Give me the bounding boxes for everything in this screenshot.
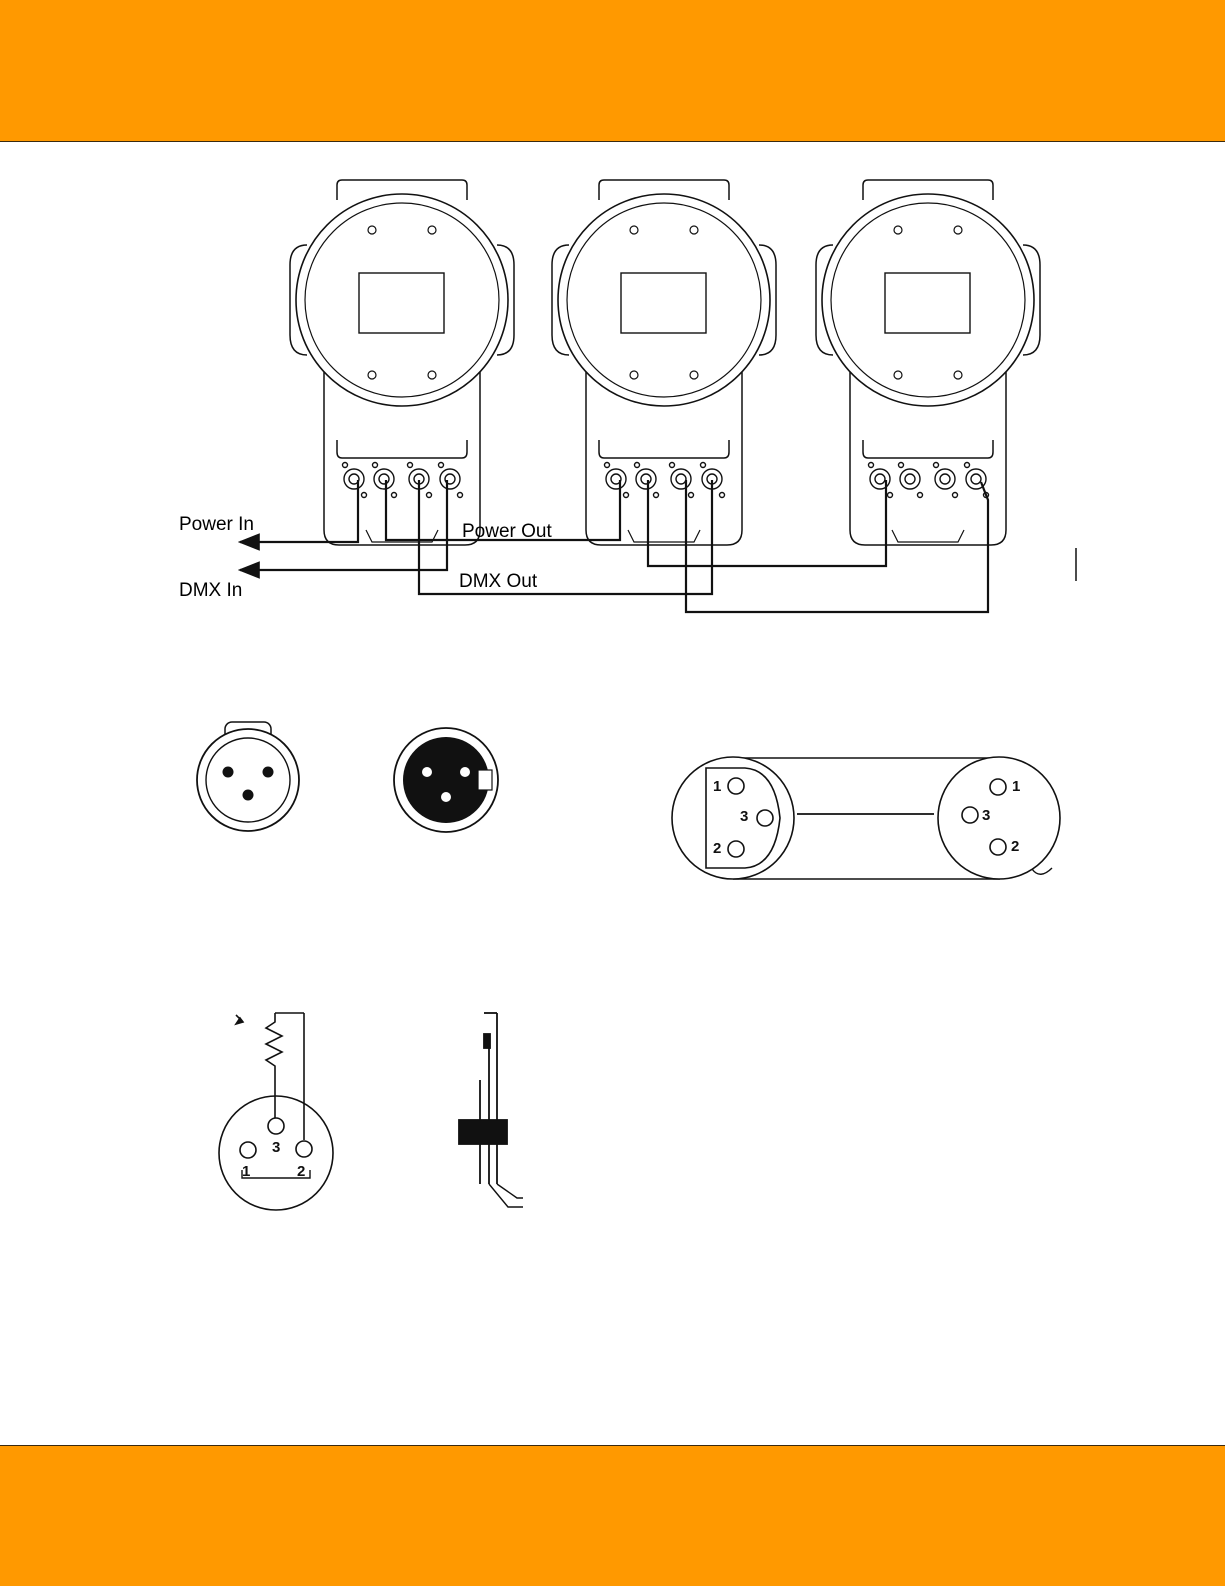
cable-right-pin-1: 1: [1012, 779, 1020, 794]
terminator-pin-2: 2: [297, 1164, 305, 1179]
power-in-label: Power In: [179, 515, 254, 534]
dmx-in-label: DMX In: [179, 581, 242, 600]
power-out-label: Power Out: [462, 522, 552, 541]
dmx-out-label: DMX Out: [459, 572, 537, 591]
terminator-pin-1: 1: [242, 1164, 250, 1179]
cable-left-pin-2: 2: [713, 841, 721, 856]
cable-left-pin-1: 1: [713, 779, 721, 794]
terminator-side-view: [459, 1013, 523, 1207]
fixture-1: [290, 180, 514, 545]
xlr-male-connector: [394, 728, 498, 832]
xlr-female-connector: [197, 722, 299, 831]
dmx-cable-diagram: [672, 757, 1060, 879]
cable-left-pin-3: 3: [740, 809, 748, 824]
fixture-2: [552, 180, 776, 545]
fixture-3: [816, 180, 1040, 545]
cable-right-pin-3: 3: [982, 808, 990, 823]
cable-right-pin-2: 2: [1011, 839, 1019, 854]
terminator-pin-3: 3: [272, 1140, 280, 1155]
dmx-terminator-plug: [219, 1013, 333, 1210]
